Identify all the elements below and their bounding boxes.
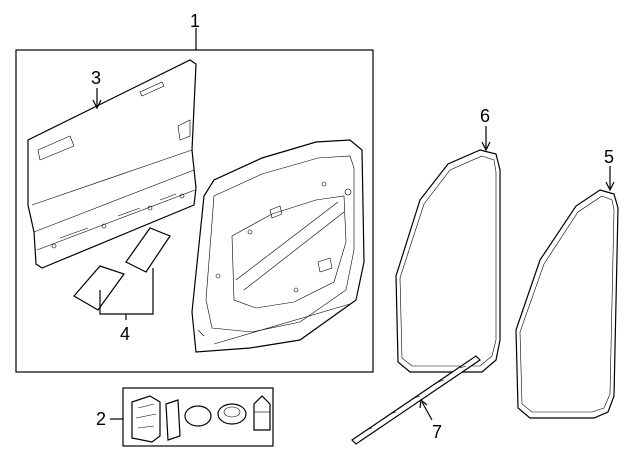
callout-3: 3 (91, 68, 101, 88)
callout-6: 6 (480, 106, 490, 126)
door-shell (191, 139, 365, 353)
hardware-kit-frame (122, 387, 274, 447)
hardware-kit (131, 395, 271, 443)
callout-1: 1 (190, 11, 200, 31)
weatherstrip-6 (395, 149, 501, 373)
callout-2: 2 (96, 409, 106, 429)
door-assembly-frame (15, 49, 374, 373)
weatherstrip-5 (515, 189, 619, 419)
door-trim-panel (27, 59, 197, 269)
callout-4: 4 (120, 324, 130, 344)
leader-6-arrow (481, 141, 491, 152)
callout-5: 5 (604, 147, 614, 167)
leader-7 (421, 401, 433, 421)
leader-3-arrow (92, 99, 102, 110)
sill-strip (351, 355, 481, 445)
leader-5-arrow (605, 181, 615, 192)
leader-7-arrow (419, 398, 428, 409)
callout-7: 7 (432, 422, 442, 442)
pads (73, 227, 171, 311)
